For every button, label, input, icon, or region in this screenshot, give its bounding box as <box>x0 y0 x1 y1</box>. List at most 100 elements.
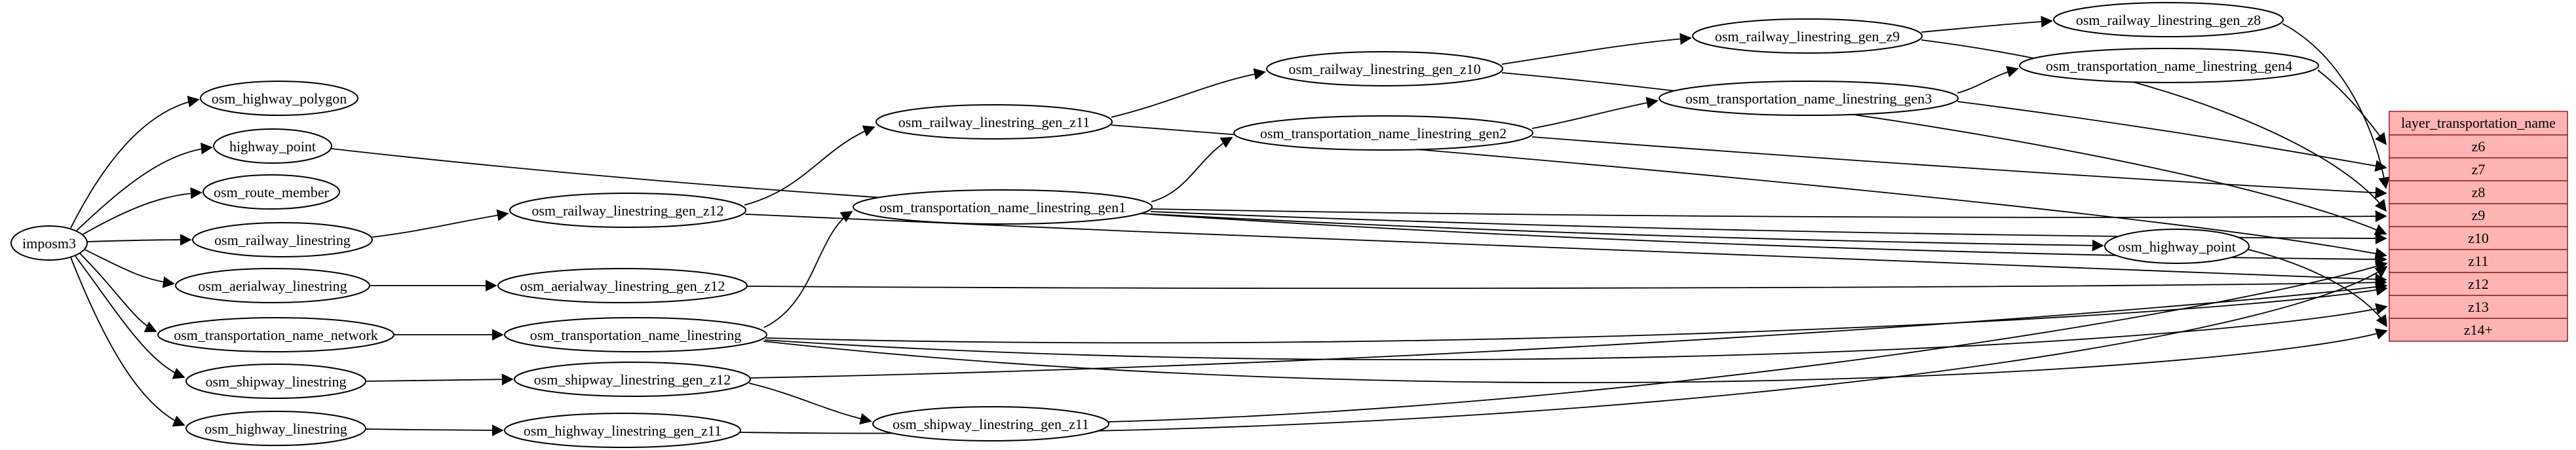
edge-imposm3-osm_aerialway_linestring <box>84 249 175 288</box>
node-osm-highway-polygon: osm_highway_polygon <box>200 81 358 116</box>
node-label: osm_railway_linestring_gen_z8 <box>2076 12 2261 28</box>
edge-imposm3-osm_highway_linestring <box>70 257 185 427</box>
node-ellipse <box>497 268 748 303</box>
node-label: osm_aerialway_linestring_gen_z12 <box>520 278 725 294</box>
table-row-z14plus <box>2389 318 2568 342</box>
node-ellipse <box>1659 81 1959 116</box>
edge-imposm3-highway_point <box>76 142 213 231</box>
table-row-z13 <box>2389 295 2568 319</box>
node-osm-route-member: osm_route_member <box>202 174 340 210</box>
node-ellipse <box>213 128 332 164</box>
table-row-label: z10 <box>2468 230 2489 246</box>
table-row-z6 <box>2389 134 2568 159</box>
edge-imposm3-osm_route_member <box>82 187 202 235</box>
node-label: osm_shipway_linestring <box>205 373 346 390</box>
edge-shipway_gen_z12-z12 <box>749 281 2388 379</box>
node-label: osm_route_member <box>214 184 330 200</box>
node-osm-transportation-name-linestring-gen3: osm_transportation_name_linestring_gen3 <box>1659 81 1959 116</box>
edge-osm_highway_point-z14 <box>2248 249 2387 328</box>
node-label: osm_highway_polygon <box>212 90 347 107</box>
node-label: osm_highway_point <box>2118 238 2236 255</box>
node-ellipse <box>1266 51 1503 86</box>
node-ellipse <box>504 413 741 448</box>
node-label: osm_transportation_name_linestring_gen4 <box>2046 58 2292 74</box>
node-osm-transportation-name-linestring-gen2: osm_transportation_name_linestring_gen2 <box>1233 115 1533 151</box>
node-label: osm_highway_linestring <box>204 421 347 437</box>
node-ellipse <box>200 81 358 116</box>
node-ellipse <box>509 193 746 228</box>
edge-name_gen1-gen2 <box>1151 137 1233 202</box>
node-label: osm_highway_linestring_gen_z11 <box>524 422 721 439</box>
node-highway-point: highway_point <box>213 128 332 164</box>
node-ellipse <box>2104 229 2250 264</box>
node-ellipse <box>514 362 751 397</box>
edge-aerialway_gen_z12-z12 <box>746 276 2387 290</box>
node-label: osm_transportation_name_linestring_gen1 <box>879 199 1126 216</box>
node-label: osm_transportation_name_linestring <box>530 327 742 343</box>
node-ellipse <box>1233 115 1533 151</box>
edge-name_gen3-z7 <box>1957 101 2387 172</box>
edge-imposm3-osm_transportation_name_network <box>79 253 157 333</box>
edge-osm_shipway_linestring-gen_z12 <box>365 373 514 386</box>
node-ellipse <box>185 411 366 446</box>
table-row-z9 <box>2389 203 2568 227</box>
node-osm-shipway-linestring-gen-z12: osm_shipway_linestring_gen_z12 <box>514 362 751 397</box>
node-label: osm_railway_linestring_gen_z11 <box>898 114 1090 130</box>
edge-railway_gen_z12-gen_z11 <box>744 125 875 206</box>
table-row-label: z14+ <box>2464 322 2493 338</box>
node-ellipse <box>175 268 370 303</box>
node-osm-aerialway-linestring-gen-z12: osm_aerialway_linestring_gen_z12 <box>497 268 748 303</box>
table-row-label: z11 <box>2469 253 2489 269</box>
node-osm-railway-linestring: osm_railway_linestring <box>192 222 373 257</box>
edge-name_gen2-gen3 <box>1531 96 1659 129</box>
node-osm-railway-linestring-gen-z8: osm_railway_linestring_gen_z8 <box>2053 2 2284 37</box>
table-title: layer_transportation_name <box>2401 115 2556 131</box>
table-row-label: z9 <box>2472 207 2486 223</box>
node-ellipse <box>853 189 1153 225</box>
node-ellipse <box>1692 18 1923 54</box>
edge-shipway_gen_z12-gen_z11 <box>748 383 872 425</box>
node-osm-shipway-linestring-gen-z11: osm_shipway_linestring_gen_z11 <box>872 406 1109 441</box>
edge-name_linestring-z14 <box>763 328 2388 383</box>
node-ellipse <box>2019 48 2319 83</box>
node-imposm3: imposm3 <box>10 225 88 261</box>
edge-layer <box>70 16 2391 436</box>
table-row-z10 <box>2389 226 2568 250</box>
node-label: osm_railway_linestring_gen_z12 <box>531 202 723 219</box>
edge-railway_gen_z9-gen_z8 <box>1921 16 2053 33</box>
table-row-label: z12 <box>2468 276 2489 292</box>
table-row-label: z7 <box>2472 161 2486 178</box>
table-row-z7 <box>2389 157 2568 181</box>
node-osm-railway-linestring-gen-z10: osm_railway_linestring_gen_z10 <box>1266 51 1503 86</box>
node-label: imposm3 <box>22 235 76 252</box>
table-row-label: z6 <box>2472 138 2486 155</box>
node-label: osm_railway_linestring <box>214 232 351 248</box>
edge-railway_gen_z9-z9 <box>1921 39 2387 212</box>
node-osm-transportation-name-linestring-gen4: osm_transportation_name_linestring_gen4 <box>2019 48 2319 83</box>
node-ellipse <box>2053 2 2284 37</box>
edge-name_linestring-z12 <box>765 284 2388 344</box>
node-osm-aerialway-linestring: osm_aerialway_linestring <box>175 268 370 303</box>
table-row-label: z13 <box>2468 299 2489 315</box>
node-label: osm_railway_linestring_gen_z10 <box>1288 61 1480 77</box>
node-layer: imposm3 osm_highway_polygon highway_poin… <box>10 2 2319 448</box>
node-osm-railway-linestring-gen-z12: osm_railway_linestring_gen_z12 <box>509 193 746 228</box>
node-osm-railway-linestring-gen-z9: osm_railway_linestring_gen_z9 <box>1692 18 1923 54</box>
edge-imposm3-osm_highway_polygon <box>70 96 200 229</box>
node-label: osm_railway_linestring_gen_z9 <box>1715 28 1900 45</box>
node-ellipse <box>192 222 373 257</box>
edge-imposm3-osm_shipway_linestring <box>75 255 185 379</box>
edge-osm_highway_linestring-gen_z11 <box>365 424 504 436</box>
node-osm-highway-linestring-gen-z11: osm_highway_linestring_gen_z11 <box>504 413 741 448</box>
node-label: osm_aerialway_linestring <box>198 278 347 294</box>
edge-railway_gen_z11-gen_z10 <box>1111 68 1266 118</box>
edge-osm_railway_linestring-gen_z12 <box>372 209 509 238</box>
node-ellipse <box>875 104 1113 140</box>
node-label: highway_point <box>229 138 316 155</box>
node-label: osm_shipway_linestring_gen_z12 <box>534 371 731 388</box>
edge-railway_gen_z8-z8 <box>2282 23 2391 189</box>
edge-highway_gen_z11-z11 <box>739 265 2388 434</box>
edge-name_linestring-z13 <box>764 303 2388 361</box>
